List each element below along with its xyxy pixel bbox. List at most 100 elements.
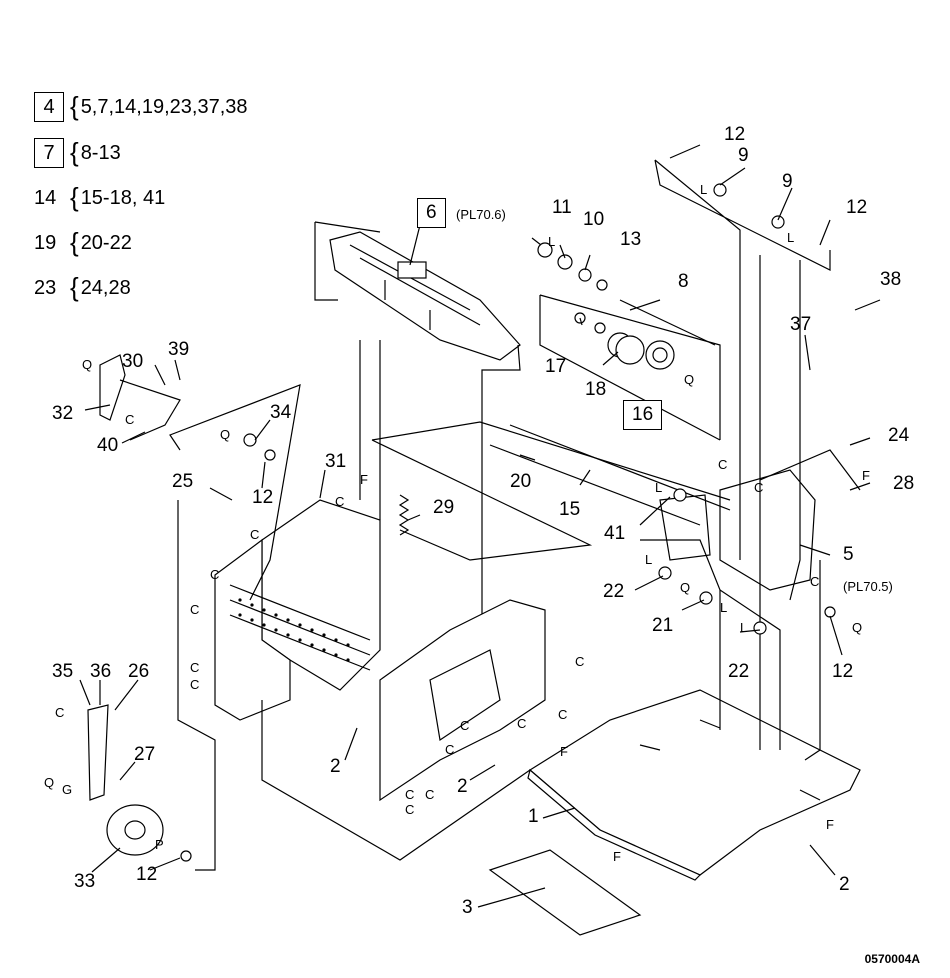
ref-letter-c: C: [405, 787, 415, 802]
top-cover-assembly: [329, 231, 521, 361]
legend-row-2: 7{8-13: [34, 138, 121, 168]
callout-37: 37: [790, 314, 812, 335]
ref-letter-c: C: [250, 527, 260, 542]
ref-letter-c: C: [190, 602, 200, 617]
ref-letter-c: C: [55, 705, 65, 720]
callout-13: 13: [620, 229, 642, 250]
right-drive-assembly: [659, 449, 861, 591]
legend-items: 15-18, 41: [80, 187, 166, 209]
ref-letter-f: F: [826, 817, 834, 832]
legend-row-5: 23{24,28: [34, 272, 131, 302]
callout-40: 40: [97, 435, 119, 456]
callout-2: 2: [330, 756, 341, 777]
ref-letter-c: C: [335, 494, 345, 509]
ref-letter-c: C: [405, 802, 415, 817]
callout-5: 5: [843, 544, 854, 565]
callout-10: 10: [583, 209, 605, 230]
legend-items: 8-13: [80, 142, 121, 164]
legend-num: 14: [34, 187, 57, 209]
ref-letter-c: C: [445, 742, 455, 757]
ref-letter-c: C: [754, 480, 764, 495]
ref-letter-c: C: [190, 660, 200, 675]
ref-letter-c: C: [575, 654, 585, 669]
ref-letter-l: L: [720, 600, 728, 615]
callout-3: 3: [462, 897, 473, 918]
callout-9: 9: [782, 171, 793, 192]
ref-letter-c: C: [125, 412, 135, 427]
ref-letter-l: L: [655, 480, 663, 495]
ref-letter-q: Q: [852, 620, 863, 635]
ref-letter-l: L: [548, 234, 556, 249]
ref-letter-l: L: [700, 182, 708, 197]
legend-row-3: 14{15-18, 41: [34, 182, 166, 212]
shaft-20: [489, 444, 701, 526]
callout-12: 12: [252, 487, 274, 508]
base-plate: [527, 689, 861, 881]
callout-32: 32: [52, 403, 74, 424]
ref-letter-f: F: [862, 468, 870, 483]
callout-28: 28: [893, 473, 915, 494]
ref-letter-c: C: [425, 787, 435, 802]
ref-letter-f: F: [560, 744, 568, 759]
legend-num: 19: [34, 232, 57, 254]
ref-letter-q: Q: [82, 357, 93, 372]
callout-29: 29: [433, 497, 455, 518]
ref-letter-c: C: [190, 677, 200, 692]
callout-24: 24: [888, 425, 910, 446]
callout-12: 12: [136, 864, 158, 885]
legend-num: 23: [34, 277, 57, 299]
callout-2: 2: [457, 776, 468, 797]
center-frame: [379, 599, 546, 802]
callout-36: 36: [90, 661, 112, 682]
callout-35: 35: [52, 661, 74, 682]
callout-20: 20: [510, 471, 532, 492]
shaft-15: [509, 424, 731, 511]
ref-letter-p: P: [155, 837, 164, 852]
legend-items: 20-22: [80, 232, 132, 254]
callout-1: 1: [528, 806, 539, 827]
callout-38: 38: [880, 269, 902, 290]
callout-39: 39: [168, 339, 190, 360]
left-frame: [214, 499, 381, 721]
callout-22: 22: [728, 661, 750, 682]
callout-12: 12: [832, 661, 854, 682]
callout-16: 16: [623, 400, 663, 430]
ref-letter-c: C: [210, 567, 220, 582]
ref-letter-c: C: [517, 716, 527, 731]
ref-letter-q: Q: [44, 775, 55, 790]
ref-letter-l: L: [740, 620, 748, 635]
callout-34: 34: [270, 402, 292, 423]
ref-letter-q: Q: [684, 372, 695, 387]
callout-25: 25: [172, 471, 194, 492]
callout-18: 18: [585, 379, 607, 400]
callout-22: 22: [603, 581, 625, 602]
drawing-code: 0570004A: [864, 952, 920, 966]
legend-num: 7: [34, 138, 64, 168]
callout-30: 30: [122, 351, 144, 372]
callout-15: 15: [559, 499, 581, 520]
callout-6-ref: (PL70.6): [456, 207, 506, 222]
legend-items: 24,28: [80, 277, 131, 299]
legend-row-4: 19{20-22: [34, 227, 132, 257]
ref-letter-c: C: [810, 574, 820, 589]
callout-33: 33: [74, 871, 96, 892]
callout-8: 8: [678, 271, 689, 292]
ref-letter-l: L: [645, 552, 653, 567]
callout-12: 12: [846, 197, 868, 218]
label-sheet: [488, 849, 642, 936]
ref-letter-q: Q: [680, 580, 691, 595]
ref-letter-f: F: [360, 472, 368, 487]
callout-12: 12: [724, 124, 746, 145]
legend-row-1: 4{5,7,14,19,23,37,38: [34, 92, 248, 122]
ref-letter-q: Q: [220, 427, 231, 442]
callout-11: 11: [552, 197, 572, 218]
callout-31: 31: [325, 451, 347, 472]
ref-letter-f: F: [613, 849, 621, 864]
callout-26: 26: [128, 661, 150, 682]
ref-letter-c: C: [460, 718, 470, 733]
callout-2: 2: [839, 874, 850, 895]
ref-letter-l: L: [787, 230, 795, 245]
callout-21: 21: [652, 615, 674, 636]
ref-letter-c: C: [558, 707, 568, 722]
callout-41: 41: [604, 523, 626, 544]
